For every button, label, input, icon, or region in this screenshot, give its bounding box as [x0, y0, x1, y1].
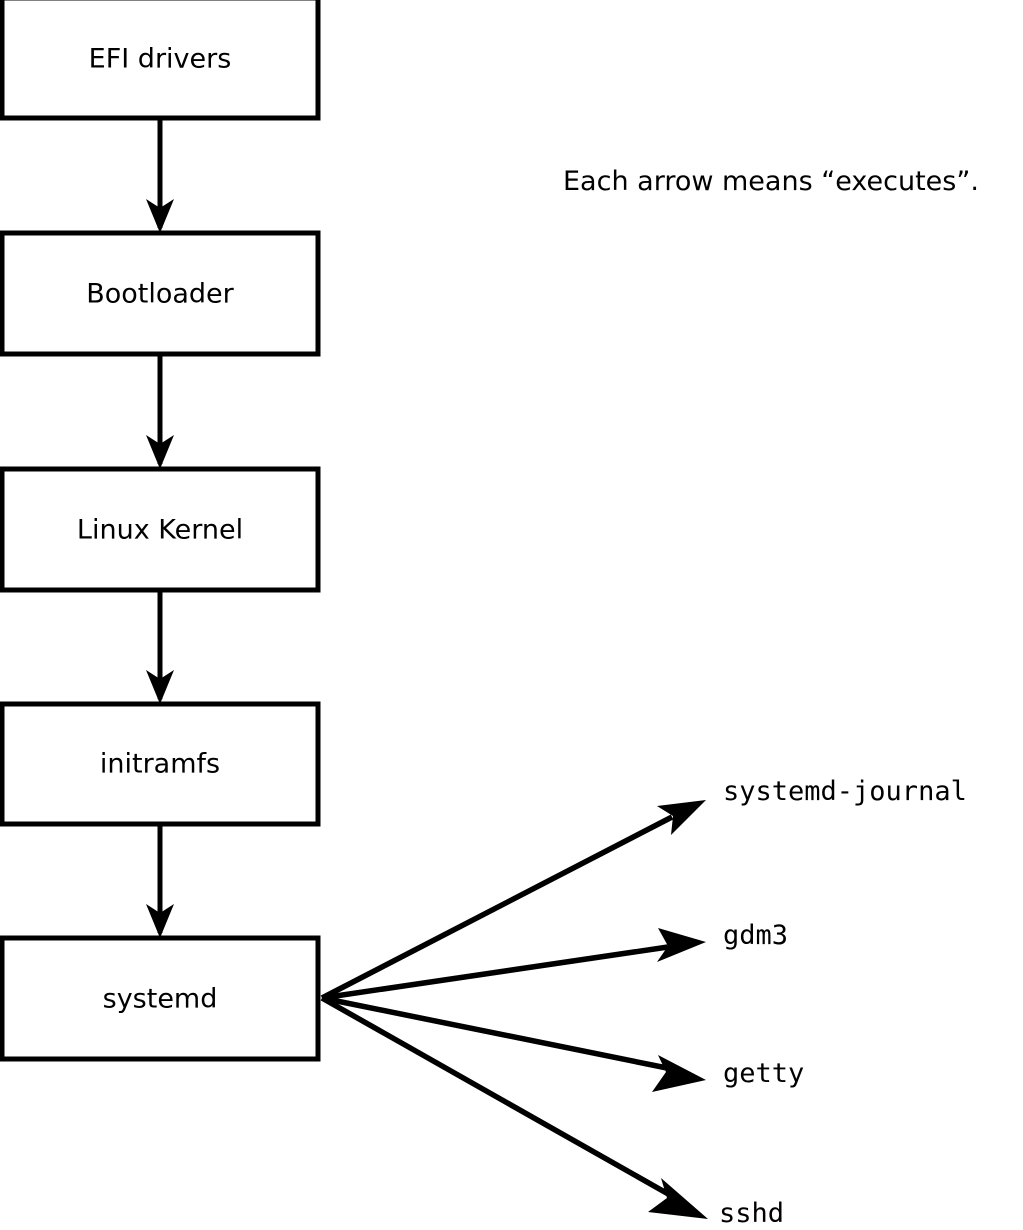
arrow-head-icon: [657, 928, 706, 962]
chain-arrow-bootloader-to-kernel: [146, 354, 174, 469]
arrow-shaft: [321, 995, 668, 1071]
service-label-getty: getty: [723, 1058, 804, 1089]
service-label-gdm3: gdm3: [723, 920, 788, 951]
node-box: [0, 935, 321, 1062]
arrow-head-down-icon: [146, 435, 174, 469]
arrow-head-down-icon: [146, 904, 174, 938]
node-initramfs[interactable]: initramfs: [0, 701, 321, 827]
node-efi-drivers[interactable]: EFI drivers: [0, 0, 321, 121]
diagram-caption: Each arrow means “executes”.: [563, 166, 979, 197]
arrow-head-icon: [648, 1178, 708, 1219]
node-label: Bootloader: [86, 279, 234, 310]
node-linux-kernel[interactable]: Linux Kernel: [0, 466, 321, 593]
fanout-arrow-gdm3: [321, 928, 706, 1001]
arrow-head-icon: [657, 800, 706, 835]
node-label: EFI drivers: [89, 44, 232, 75]
node-box: [0, 0, 321, 121]
arrow-shaft: [320, 995, 672, 1198]
node-bootloader[interactable]: Bootloader: [0, 230, 321, 357]
fanout-arrow-getty: [321, 995, 706, 1092]
chain-arrow-efi-to-bootloader: [146, 118, 174, 233]
service-label-sshd: sshd: [719, 1198, 784, 1229]
node-box: [0, 466, 321, 593]
chain-arrow-initramfs-to-systemd: [146, 824, 174, 938]
arrow-head-down-icon: [146, 670, 174, 704]
fanout-arrow-systemd-journal: [320, 800, 706, 1001]
service-label-systemd-journal: systemd-journal: [723, 776, 967, 807]
node-box: [0, 701, 321, 827]
node-systemd[interactable]: systemd: [0, 935, 321, 1062]
fanout-arrow-sshd: [320, 995, 708, 1219]
arrow-head-down-icon: [146, 199, 174, 233]
node-box: [0, 230, 321, 357]
node-label: Linux Kernel: [77, 515, 243, 546]
arrow-head-icon: [652, 1055, 706, 1092]
chain-arrow-kernel-to-initramfs: [146, 590, 174, 704]
node-label: systemd: [103, 984, 218, 1015]
node-label: initramfs: [100, 749, 220, 780]
arrow-shaft: [321, 944, 669, 1001]
arrow-shaft: [320, 814, 674, 1001]
